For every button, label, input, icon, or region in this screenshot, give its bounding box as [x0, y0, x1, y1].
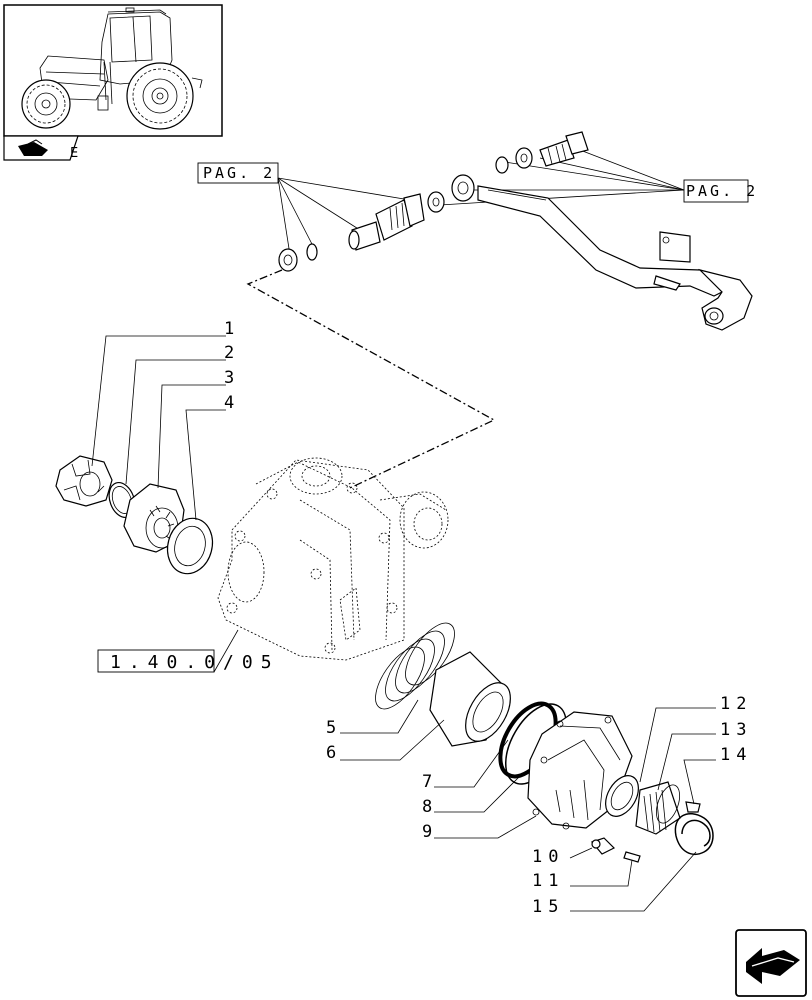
book-icon[interactable]: E	[3, 135, 79, 161]
callout-7: 7	[422, 772, 438, 792]
callout-8: 8	[422, 797, 438, 817]
tractor-thumbnail[interactable]	[3, 4, 223, 137]
shaft-parts-1-4	[55, 455, 214, 575]
next-page-button[interactable]	[735, 929, 807, 997]
ring-part	[166, 517, 214, 575]
washer-part	[495, 156, 509, 174]
callout-15: 15	[532, 897, 564, 917]
page-reference-left-text: PAG. 2	[203, 164, 275, 182]
callout-2: 2	[224, 343, 240, 363]
connection-line	[246, 269, 496, 489]
callout-1: 1	[224, 319, 240, 339]
callouts: 1 2 3 4 5 6 7 8 9 10 11 15 12	[91, 319, 752, 917]
page-reference-right-text: PAG. 2	[686, 182, 758, 200]
lower-assembly-parts	[375, 622, 714, 863]
callout-14: 14	[720, 745, 752, 765]
circlip-part	[674, 813, 714, 856]
section-reference[interactable]: 1.40.0/05	[97, 629, 280, 673]
tractor-icon	[21, 7, 203, 130]
callout-12: 12	[720, 694, 752, 714]
callout-4: 4	[224, 393, 240, 413]
washer-part	[306, 243, 318, 261]
pag-right-leaders	[439, 149, 685, 206]
washer-part	[515, 147, 533, 169]
book-arrow-icon	[18, 139, 48, 156]
page-reference-left[interactable]: PAG. 2	[197, 162, 279, 184]
callout-13: 13	[720, 720, 752, 740]
callout-10: 10	[532, 847, 564, 867]
section-reference-text: 1.40.0/05	[110, 652, 280, 673]
callout-11: 11	[532, 871, 564, 891]
linkage-rod-assembly	[278, 131, 753, 331]
main-housing	[217, 457, 449, 661]
callout-3: 3	[224, 368, 240, 388]
pag-left-leaders	[277, 177, 411, 256]
next-page-arrow-icon	[746, 948, 800, 984]
callout-5: 5	[326, 718, 342, 738]
washer-part	[278, 248, 298, 272]
page-reference-right[interactable]: PAG. 2	[683, 179, 758, 203]
small-clip-part	[685, 801, 701, 813]
castle-nut-part	[55, 455, 113, 507]
book-icon-letter: E	[70, 146, 78, 161]
callout-6: 6	[326, 743, 342, 763]
spring-part	[375, 622, 455, 710]
nut-part	[451, 174, 475, 202]
key-part	[623, 851, 641, 863]
ring-part-12	[605, 775, 639, 817]
callout-9: 9	[422, 822, 438, 842]
